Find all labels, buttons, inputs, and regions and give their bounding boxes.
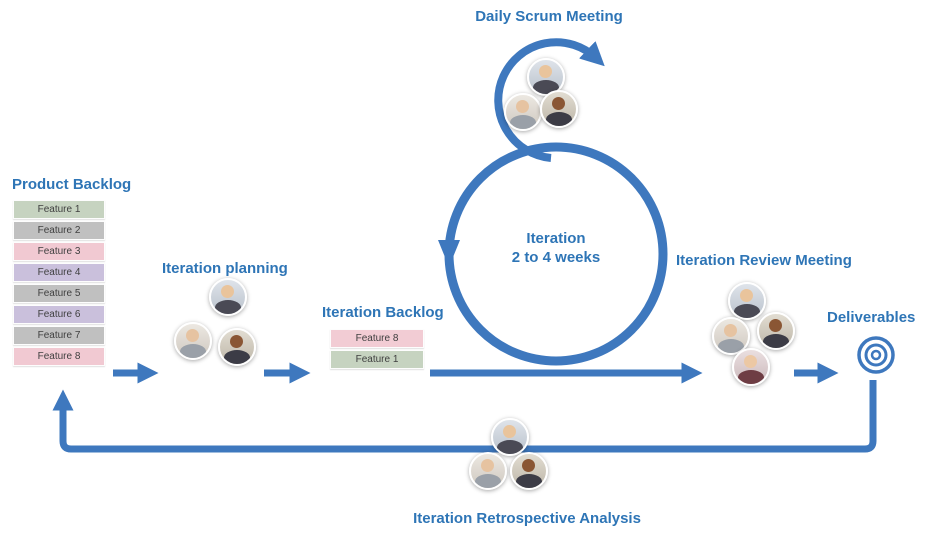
retrospective-label: Iteration Retrospective Analysis <box>413 510 641 527</box>
person-avatar <box>504 93 542 131</box>
feature-item: Feature 6 <box>13 305 105 324</box>
feature-item: Feature 1 <box>330 350 424 369</box>
review-meeting-label: Iteration Review Meeting <box>676 252 852 269</box>
iteration-line1: Iteration <box>526 230 586 247</box>
iteration-planning-label: Iteration planning <box>162 260 288 277</box>
iteration-line2: 2 to 4 weeks <box>511 249 601 266</box>
feature-item: Feature 2 <box>13 221 105 240</box>
person-avatar <box>174 322 212 360</box>
daily-scrum-label: Daily Scrum Meeting <box>475 8 623 25</box>
feature-item: Feature 8 <box>330 329 424 348</box>
feedback-arrow-icon <box>52 380 877 453</box>
iteration-backlog-list: Feature 8 Feature 1 <box>330 329 424 371</box>
person-avatar <box>757 312 795 350</box>
person-avatar <box>469 452 507 490</box>
person-avatar <box>218 328 256 366</box>
feature-item: Feature 1 <box>13 200 105 219</box>
person-avatar <box>540 90 578 128</box>
iteration-backlog-label: Iteration Backlog <box>322 304 444 321</box>
daily-scrum-loop <box>494 38 605 162</box>
deliverables-rings-icon <box>857 336 895 374</box>
person-avatar <box>728 282 766 320</box>
iteration-cycle-arrowhead-icon <box>438 240 460 267</box>
feature-item: Feature 7 <box>13 326 105 345</box>
feature-item: Feature 4 <box>13 263 105 282</box>
person-avatar <box>712 317 750 355</box>
iteration-duration-label: Iteration 2 to 4 weeks <box>512 229 600 267</box>
feature-item: Feature 3 <box>13 242 105 261</box>
person-avatar <box>491 418 529 456</box>
person-avatar <box>732 348 770 386</box>
product-backlog-label: Product Backlog <box>12 176 132 193</box>
product-backlog-list: Feature 1 Feature 2 Feature 3 Feature 4 … <box>13 200 105 368</box>
feature-item: Feature 8 <box>13 347 105 366</box>
person-avatar <box>209 278 247 316</box>
feature-item: Feature 5 <box>13 284 105 303</box>
person-avatar <box>510 452 548 490</box>
deliverables-label: Deliverables <box>827 309 916 326</box>
